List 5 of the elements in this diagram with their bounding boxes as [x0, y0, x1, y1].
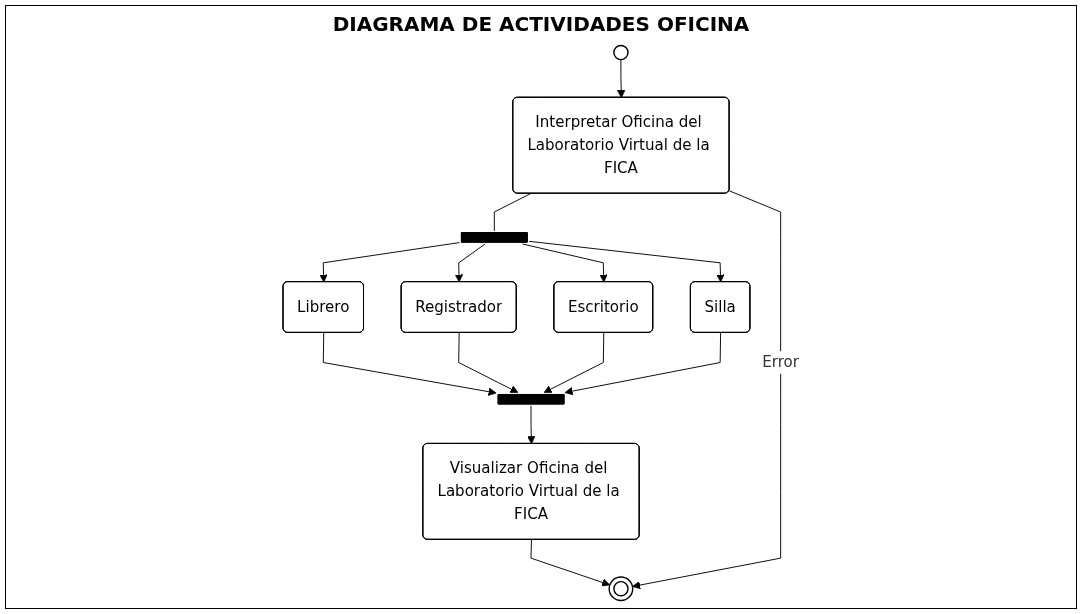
edge-label: Error: [762, 353, 799, 371]
node-circle: [608, 576, 634, 602]
diagram-title: DIAGRAMA DE ACTIVIDADES OFICINA: [332, 12, 750, 36]
node-circle: [613, 44, 629, 61]
connector: [493, 193, 531, 232]
